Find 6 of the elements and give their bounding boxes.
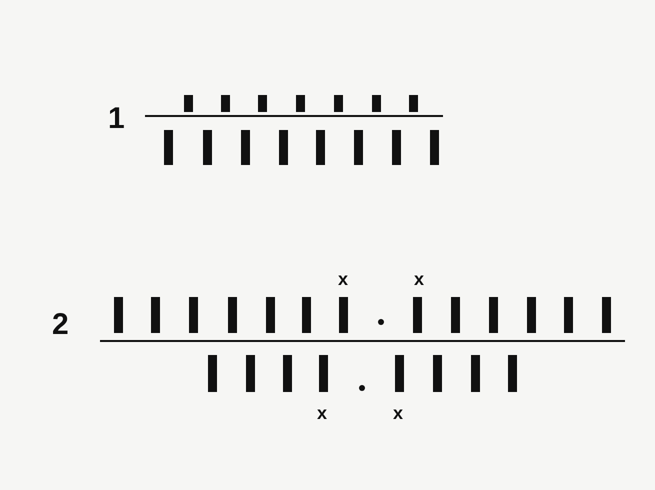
cross-mark: x bbox=[317, 404, 328, 422]
figure-number: 2 bbox=[52, 310, 69, 340]
cross-mark: x bbox=[393, 404, 404, 422]
figure-number: 1 bbox=[108, 104, 125, 134]
cross-mark: x bbox=[338, 270, 348, 288]
cross-mark: x bbox=[414, 270, 424, 288]
